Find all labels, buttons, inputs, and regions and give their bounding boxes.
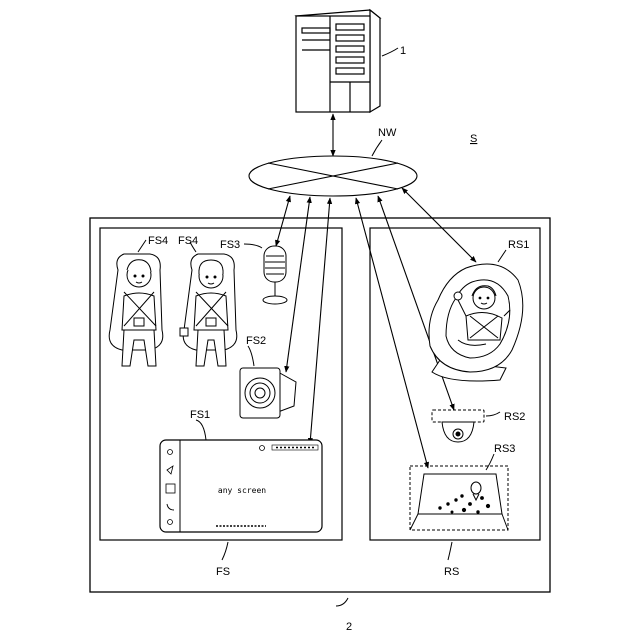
rs2-leader (486, 412, 500, 416)
fs4-left-label: FS4 (148, 235, 168, 247)
front-space-leader (222, 542, 228, 560)
fs2-label: FS2 (246, 335, 266, 347)
fs4-right-label: FS4 (178, 235, 198, 247)
fs2-leader (248, 346, 254, 366)
link-fs3 (276, 196, 290, 246)
network-ellipse (249, 156, 417, 196)
rs2-label: RS2 (504, 411, 525, 423)
server-label: 1 (400, 45, 406, 57)
rear-display (410, 466, 508, 530)
rs1-leader (498, 250, 506, 262)
vehicle-leader (336, 598, 348, 606)
system-label: S (470, 133, 477, 145)
child-seat-right (180, 254, 237, 366)
dome-camera (432, 410, 484, 442)
server (296, 10, 380, 112)
rear-space-label: RS (444, 566, 459, 578)
microphone (263, 246, 287, 304)
vehicle-label: 2 (346, 621, 352, 633)
front-display: any screen (160, 440, 322, 532)
network-leader (372, 140, 382, 156)
front-space-label: FS (216, 566, 230, 578)
server-leader (382, 48, 398, 56)
link-fs2 (286, 197, 310, 372)
fs1-leader (196, 420, 206, 440)
baby-seat (429, 264, 523, 381)
rear-space-leader (448, 542, 452, 560)
link-fs1 (310, 198, 330, 444)
link-rs3 (356, 198, 428, 468)
front-camera (240, 368, 296, 418)
network-label: NW (378, 127, 397, 139)
fs1-label: FS1 (190, 409, 210, 421)
fs3-label: FS3 (220, 239, 240, 251)
link-rs1 (402, 188, 476, 262)
rs3-leader (486, 454, 494, 470)
fs3-leader (244, 244, 262, 248)
fs4-left-leader (138, 240, 146, 252)
rs3-label: RS3 (494, 443, 515, 455)
screen-main-text: any screen (218, 486, 266, 495)
rs1-label: RS1 (508, 239, 529, 251)
child-seat-left (109, 254, 163, 366)
